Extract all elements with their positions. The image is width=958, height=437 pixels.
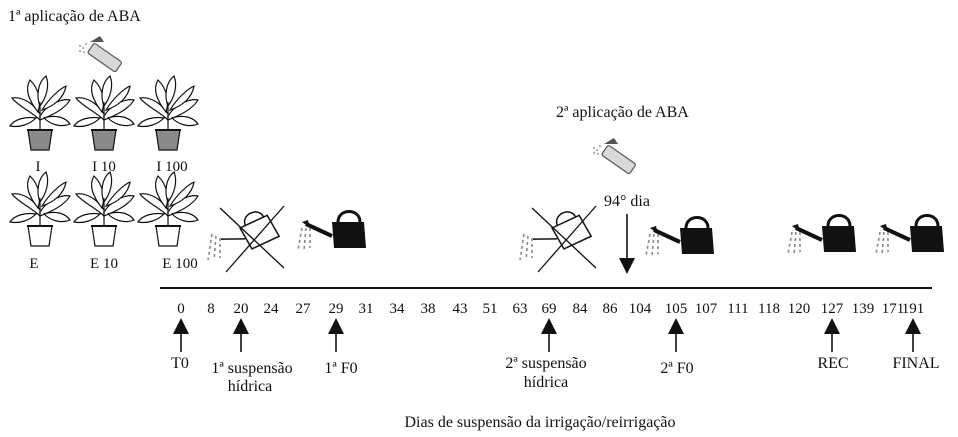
plant-i-icon (9, 75, 71, 151)
tick-label-63: 63 (513, 301, 528, 317)
tick-label-171: 171 (882, 301, 905, 317)
event-f0-2: 2ª F0 (660, 360, 694, 377)
plant-label-e: E (29, 256, 39, 272)
tick-label-86: 86 (603, 301, 619, 317)
event-arrows (173, 318, 921, 352)
event-susp2-line2: hídrica (523, 374, 569, 391)
tick-label-191: 191 (902, 301, 925, 317)
tick-label-29: 29 (329, 301, 344, 317)
second-aba-label: 2ª aplicação de ABA (556, 104, 689, 121)
tick-labels: 0 8 20 24 27 29 31 34 38 43 51 63 69 84 86 104 105 107 111… (177, 301, 924, 317)
spray-bottle-icon-1 (78, 35, 123, 73)
tick-label-84: 84 (573, 301, 589, 317)
tick-label-51: 51 (483, 301, 498, 317)
tick-label-34: 34 (390, 301, 406, 317)
plant-e10-icon (73, 171, 135, 247)
plant-label-i100: I 100 (156, 159, 188, 175)
tick-label-139: 139 (852, 301, 875, 317)
tick-label-31: 31 (359, 301, 374, 317)
plant-label-i: I (35, 159, 41, 175)
plant-e100-icon (137, 171, 199, 247)
watering-can-icon-2 (644, 215, 716, 258)
tick-label-0: 0 (177, 301, 185, 317)
tick-label-43: 43 (453, 301, 468, 317)
tick-label-105: 105 (665, 301, 688, 317)
plant-label-i10: I 10 (92, 159, 116, 175)
axis-caption: Dias de suspensão da irrigação/reirrigaç… (404, 414, 676, 431)
tick-label-120: 120 (788, 301, 811, 317)
event-rec: REC (817, 355, 849, 372)
tick-label-20: 20 (234, 301, 249, 317)
watering-can-icon-4 (874, 213, 946, 256)
plant-i100-icon (137, 75, 199, 151)
watering-can-icon-3 (786, 213, 858, 256)
tick-label-104: 104 (629, 301, 652, 317)
event-final: FINAL (892, 355, 940, 372)
event-susp1-line1: 1ª suspensão (211, 360, 293, 377)
tick-label-118: 118 (758, 301, 780, 317)
tick-label-27: 27 (296, 301, 312, 317)
plant-label-e10: E 10 (90, 256, 118, 272)
first-aba-label: 1ª aplicação de ABA (8, 8, 141, 25)
no-irrigation-icon-1 (207, 205, 285, 273)
day94-label: 94° dia (604, 193, 650, 210)
plant-label-e100: E 100 (162, 256, 198, 272)
event-susp1-line2: hídrica (227, 378, 273, 395)
tick-label-8: 8 (207, 301, 215, 317)
plant-e-icon (9, 171, 71, 247)
spray-bottle-icon-2 (592, 137, 637, 175)
no-irrigation-icon-2 (519, 205, 597, 273)
event-susp2-line1: 2ª suspensão (505, 355, 587, 372)
tick-label-24: 24 (264, 301, 280, 317)
tick-label-107: 107 (695, 301, 718, 317)
tick-label-127: 127 (821, 301, 844, 317)
watering-can-icon-1 (296, 209, 368, 252)
tick-label-69: 69 (542, 301, 557, 317)
tick-label-111: 111 (727, 301, 748, 317)
plant-i10-icon (73, 75, 135, 151)
event-f0-1: 1ª F0 (324, 360, 358, 377)
tick-label-38: 38 (421, 301, 436, 317)
event-t0: T0 (171, 355, 189, 372)
